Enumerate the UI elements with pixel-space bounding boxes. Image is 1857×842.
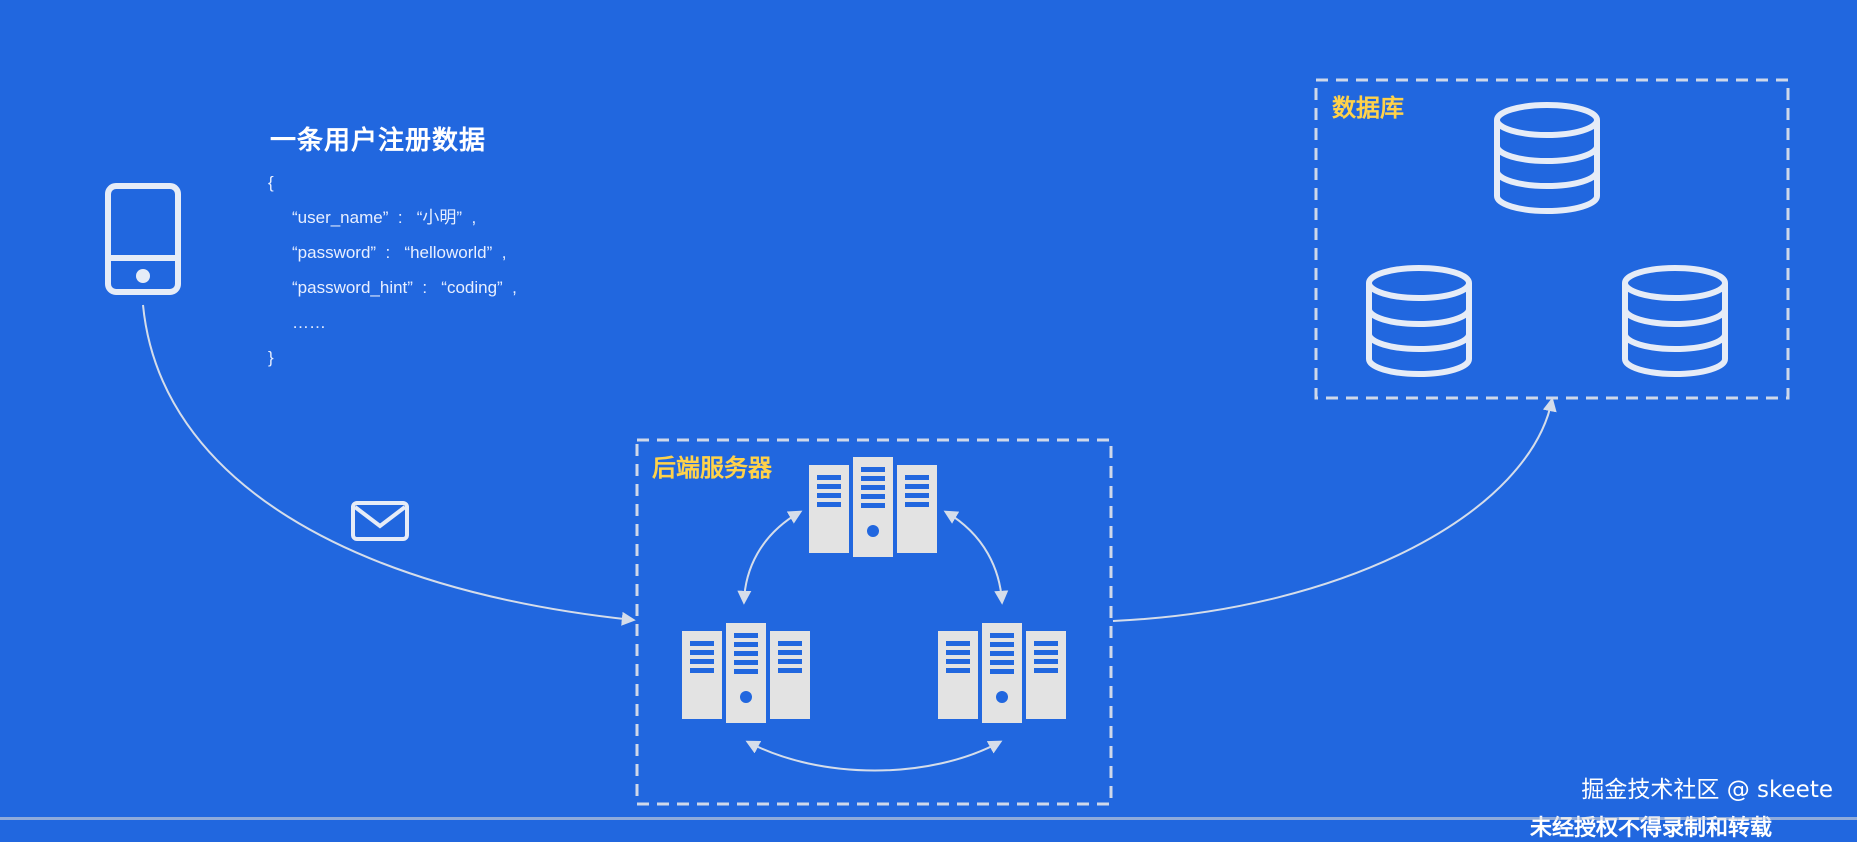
backend-label: 后端服务器 — [652, 454, 772, 482]
request-flow-arrow — [142, 304, 636, 626]
db-write-arrow — [1112, 397, 1557, 622]
server-rack-icon — [809, 457, 937, 557]
database-label: 数据库 — [1332, 94, 1404, 122]
watermark: 掘金技术社区 @ skeete — [1581, 777, 1833, 803]
server-sync-arrow — [737, 510, 803, 605]
payload-line-user-name: “user_name” : “小明” , — [292, 208, 477, 227]
architecture-diagram — [105, 78, 1790, 806]
mobile-phone-icon — [105, 183, 181, 295]
payload-line-ellipsis: …… — [292, 313, 326, 332]
server-rack-icon — [682, 623, 810, 723]
registration-payload: { “user_name” : “小明” , “password” : “hel… — [268, 165, 517, 375]
server-sync-arrow — [943, 510, 1009, 605]
payload-line-password-hint: “password_hint” : “coding” , — [292, 278, 517, 297]
server-sync-arrow — [745, 740, 1003, 772]
database-cylinder-icon — [1497, 105, 1597, 211]
payload-open-brace: { — [268, 173, 274, 192]
copyright-notice: 未经授权不得录制和转载 — [1530, 816, 1773, 841]
envelope-icon — [351, 501, 409, 541]
database-cylinder-icon — [1369, 268, 1469, 374]
server-rack-icon — [938, 623, 1066, 723]
database-group — [1314, 78, 1790, 400]
payload-line-password: “password” : “helloworld” , — [292, 243, 507, 262]
payload-close-brace: } — [268, 348, 274, 367]
register-data-title: 一条用户注册数据 — [270, 126, 487, 156]
database-cylinder-icon — [1625, 268, 1725, 374]
video-progress-line — [0, 817, 1857, 820]
